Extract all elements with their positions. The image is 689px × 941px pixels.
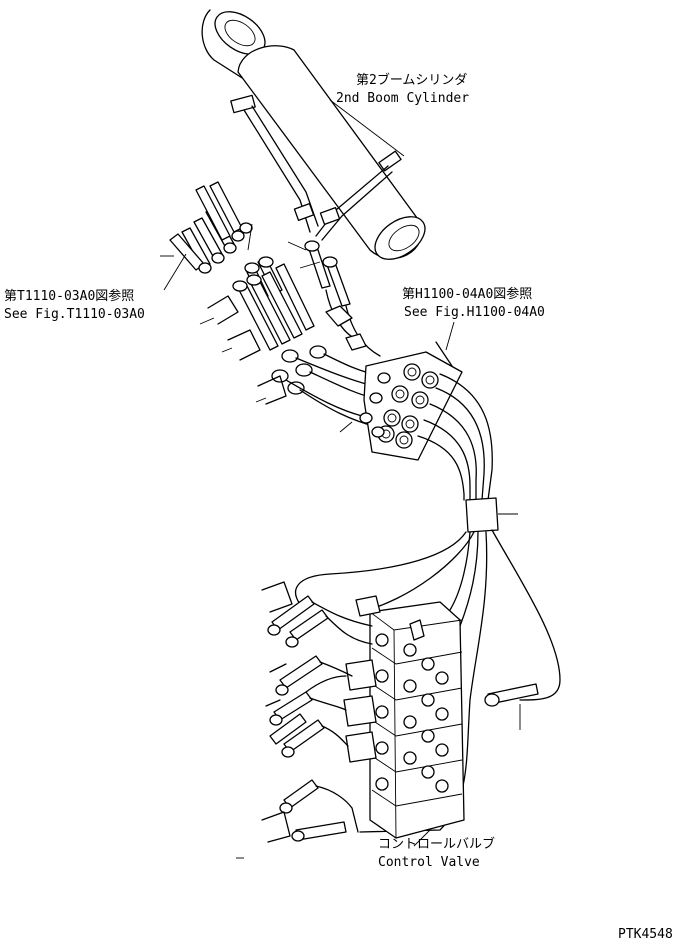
ref-t1110-label-en: See Fig.T1110-03A0: [4, 307, 145, 322]
boom-cylinder-label-jp: 第2ブームシリンダ: [356, 72, 467, 88]
ref-h1100-label-jp: 第H1100-04A0図参照: [402, 286, 532, 302]
boom-cylinder-label-en: 2nd Boom Cylinder: [336, 91, 469, 106]
boom-cylinder: [201, 9, 426, 260]
leader-lines: [163, 99, 455, 847]
drawing-number: PTK4548: [618, 927, 673, 941]
control-valve-label-en: Control Valve: [378, 855, 480, 870]
ref-h1100-label-en: See Fig.H1100-04A0: [404, 305, 545, 320]
ref-t1110-label-jp: 第T1110-03A0図参照: [4, 288, 134, 304]
control-valve: [343, 595, 465, 839]
valve-hose-ends: [236, 581, 373, 859]
control-valve-label-jp: コントロールバルブ: [378, 836, 495, 852]
pilot-hose-fitting: [484, 683, 539, 730]
hose-bundle: [295, 373, 561, 833]
joint-block: [359, 341, 463, 461]
cylinder-hoses: [304, 240, 381, 357]
